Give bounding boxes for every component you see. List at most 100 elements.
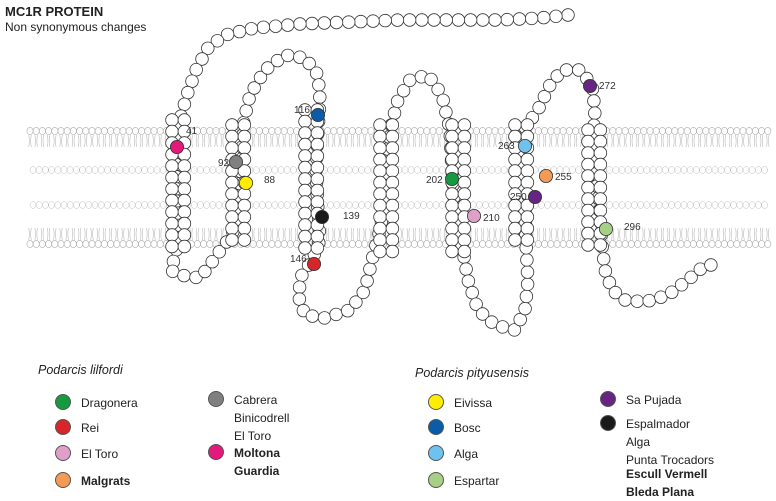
residue xyxy=(385,187,400,201)
residue xyxy=(459,262,473,276)
residue xyxy=(177,239,192,254)
residue xyxy=(495,320,510,334)
residue xyxy=(581,157,595,172)
residue xyxy=(457,152,472,167)
legend-swatch-pityusensis-3 xyxy=(428,472,444,488)
residue xyxy=(543,78,557,93)
legend-item-pityusensis-4: Sa Pujada xyxy=(626,391,681,409)
residue xyxy=(385,118,400,132)
residue xyxy=(317,311,332,325)
legend-item-lilfordi-0: Dragonera xyxy=(81,394,138,412)
residue xyxy=(439,13,453,27)
residue xyxy=(457,175,472,190)
residue xyxy=(618,293,632,307)
residue xyxy=(244,22,259,36)
residue xyxy=(537,10,551,25)
residue xyxy=(310,149,325,163)
residue xyxy=(520,210,535,224)
residue xyxy=(537,89,552,104)
residue xyxy=(201,41,215,56)
residue xyxy=(177,193,192,208)
residue xyxy=(520,233,535,247)
residue xyxy=(373,233,387,247)
residue xyxy=(508,233,522,247)
residue xyxy=(165,124,179,139)
residue xyxy=(581,180,595,195)
mutation-label-272: 272 xyxy=(599,81,616,92)
residue xyxy=(298,172,312,186)
residue xyxy=(581,192,595,206)
residue xyxy=(341,304,355,318)
residue xyxy=(445,187,459,201)
residue xyxy=(608,285,623,300)
residue xyxy=(360,274,374,288)
legend-label: Bosc xyxy=(454,421,481,435)
residue xyxy=(684,270,698,285)
residue xyxy=(445,210,459,224)
residue xyxy=(385,210,400,224)
residue xyxy=(225,175,239,190)
residue xyxy=(550,69,564,83)
residue xyxy=(298,241,312,255)
residue xyxy=(237,141,252,155)
residue xyxy=(177,97,192,112)
residue xyxy=(457,164,472,178)
residue xyxy=(298,218,312,232)
legend-label: Sa Pujada xyxy=(626,393,682,407)
residue xyxy=(366,14,380,28)
mutation-marker-250 xyxy=(528,189,543,204)
residue xyxy=(242,92,256,106)
residue xyxy=(298,195,312,209)
residue xyxy=(165,193,179,208)
legend-label: Malgrats xyxy=(81,474,131,488)
residue xyxy=(281,48,295,63)
residue xyxy=(593,157,608,172)
residue xyxy=(256,20,271,35)
mutation-label-139: 139 xyxy=(343,211,360,222)
residue xyxy=(295,268,309,283)
residue xyxy=(461,274,476,288)
residue xyxy=(165,182,179,196)
legend-swatch-lilfordi-1 xyxy=(55,419,71,435)
residue xyxy=(373,187,387,201)
residue xyxy=(431,82,445,97)
residue xyxy=(572,63,586,77)
residue xyxy=(593,123,608,137)
mutation-label-210: 210 xyxy=(483,213,500,224)
legend-title-pityusensis: Podarcis pityusensis xyxy=(415,366,529,380)
residue xyxy=(292,292,307,306)
residue xyxy=(225,221,239,236)
residue xyxy=(165,228,179,242)
residue xyxy=(524,11,539,26)
residue xyxy=(415,13,429,27)
residue xyxy=(232,24,247,39)
residue xyxy=(177,268,191,283)
figure-title: MC1R PROTEIN xyxy=(5,4,104,19)
residue xyxy=(313,90,327,104)
legend-label: El Toro xyxy=(81,447,119,461)
residue xyxy=(220,27,235,42)
residue xyxy=(457,233,472,247)
residue xyxy=(225,198,239,213)
legend-title-lilfordi: Podarcis lilfordi xyxy=(38,363,123,377)
residue xyxy=(396,83,411,98)
residue xyxy=(581,203,595,218)
residue xyxy=(445,198,459,213)
residue xyxy=(305,309,320,323)
residue xyxy=(317,16,332,30)
residue xyxy=(520,152,535,167)
residue xyxy=(292,280,307,294)
residue xyxy=(508,175,522,190)
residue xyxy=(298,149,312,163)
residue xyxy=(165,170,179,185)
residue xyxy=(165,216,179,231)
mutation-label-116: 116 xyxy=(294,105,310,116)
legend-label: El Toro xyxy=(234,429,272,443)
residue xyxy=(385,175,400,190)
residue xyxy=(298,114,312,129)
legend-label: Dragonera xyxy=(81,396,138,410)
residue xyxy=(329,307,343,322)
